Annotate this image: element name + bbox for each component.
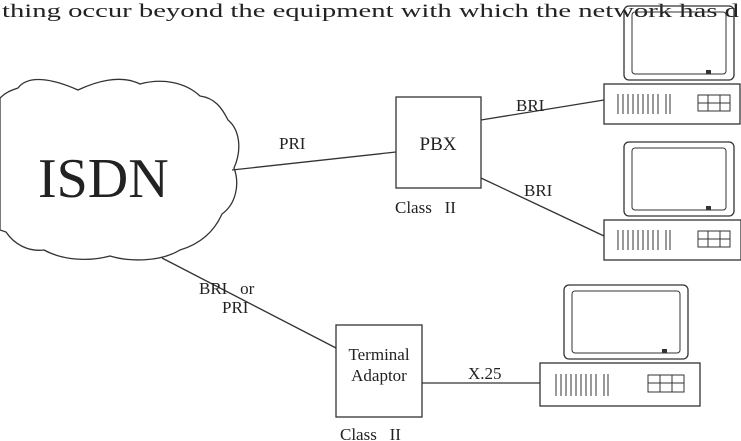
isdn-label: ISDN: [38, 148, 169, 210]
computer-3: [539, 284, 701, 407]
terminal-adaptor-label-2: Adaptor: [351, 366, 407, 385]
isdn-ta-link-label-1: BRI or: [199, 279, 255, 298]
pbx-pc1-link: [480, 99, 605, 121]
isdn-pbx-link: [231, 151, 397, 171]
computer-1: [603, 5, 741, 125]
isdn-cloud: ISDN: [0, 78, 240, 261]
pbx-label: PBX: [420, 134, 457, 155]
pbx-pc1-link-label: BRI: [516, 96, 545, 115]
computer-2: [603, 141, 741, 261]
isdn-ta-link: [161, 257, 337, 349]
pbx-class-label: Class II: [395, 198, 456, 217]
pbx-pc2-link: [480, 177, 605, 237]
computer-icon: [603, 141, 741, 261]
isdn-pbx-link-label: PRI: [279, 134, 306, 153]
terminal-adaptor-label-1: Terminal: [348, 345, 409, 364]
terminal-adaptor-box: [335, 324, 423, 418]
pbx-node: PBX Class II: [395, 96, 482, 217]
computer-icon: [539, 284, 701, 407]
ta-pc3-link-label: X.25: [468, 364, 502, 383]
header-text: thing occur beyond the equipment with wh…: [2, 1, 740, 22]
computer-icon: [603, 5, 741, 125]
isdn-ta-link-label-2: PRI: [222, 298, 249, 317]
terminal-adaptor-class-label: Class II: [340, 425, 401, 441]
terminal-adaptor-node: Terminal Adaptor Class II: [335, 324, 423, 441]
pbx-box: [395, 96, 482, 189]
pbx-pc2-link-label: BRI: [524, 181, 553, 200]
